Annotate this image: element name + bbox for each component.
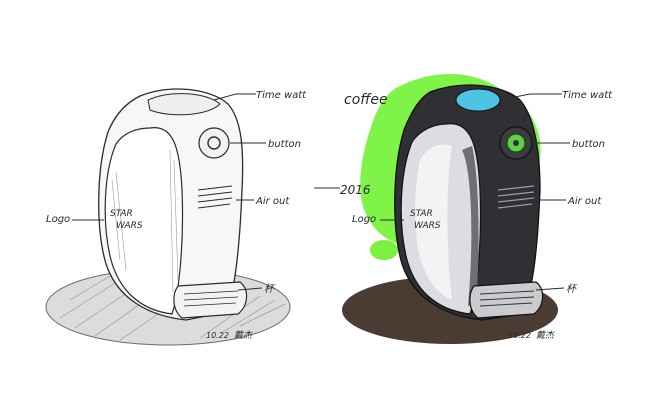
right-callout-tray: 杯 (566, 283, 578, 295)
right-button-core (513, 140, 519, 146)
right-sketch: coffee 2016 Time watt button Air out Log… (314, 74, 613, 344)
right-date: 10.22 (508, 331, 531, 340)
left-sketch: Time watt button Air out Logo STAR WARS … (45, 88, 307, 346)
right-green-drop (370, 240, 398, 260)
right-shell-highlight (415, 144, 452, 300)
left-tray-grille (183, 290, 239, 307)
right-drip-tray (469, 281, 544, 319)
right-callout-button: button (572, 139, 605, 150)
right-callout-time-watt: Time watt (562, 90, 613, 101)
left-hatching (59, 275, 286, 341)
left-callout-air-out: Air out (255, 196, 290, 207)
left-callout-star: STAR (110, 209, 133, 219)
right-callout-logo: Logo (352, 214, 376, 225)
left-top-dome (147, 93, 221, 116)
right-signature: 戴杰 (536, 330, 555, 341)
left-callout-logo: Logo (46, 214, 70, 225)
left-panel-shading (111, 149, 179, 293)
left-callout-button: button (268, 139, 301, 150)
left-date: 10.22 (206, 331, 229, 340)
right-callout-star: STAR (410, 209, 433, 219)
right-callout-lines (314, 93, 570, 291)
left-callout-tray: 杯 (264, 283, 276, 295)
left-button-icon (207, 136, 221, 150)
left-drip-tray (173, 281, 248, 319)
right-shell-shadow (462, 146, 479, 306)
right-callout-wars: WARS (414, 221, 441, 231)
left-button-ring (198, 127, 230, 159)
right-tray-grille (479, 290, 535, 307)
right-time-display (455, 88, 501, 112)
left-callout-time-watt: Time watt (256, 90, 307, 101)
right-note-year: 2016 (340, 183, 371, 197)
left-callout-lines (72, 93, 266, 291)
left-callout-wars: WARS (116, 221, 143, 231)
left-signature: 戴杰 (234, 330, 253, 341)
left-air-vents (197, 185, 233, 209)
right-callout-air-out: Air out (567, 196, 602, 207)
right-note-coffee: coffee (344, 92, 388, 108)
left-front-panel (104, 127, 184, 315)
right-air-vents (497, 185, 535, 209)
